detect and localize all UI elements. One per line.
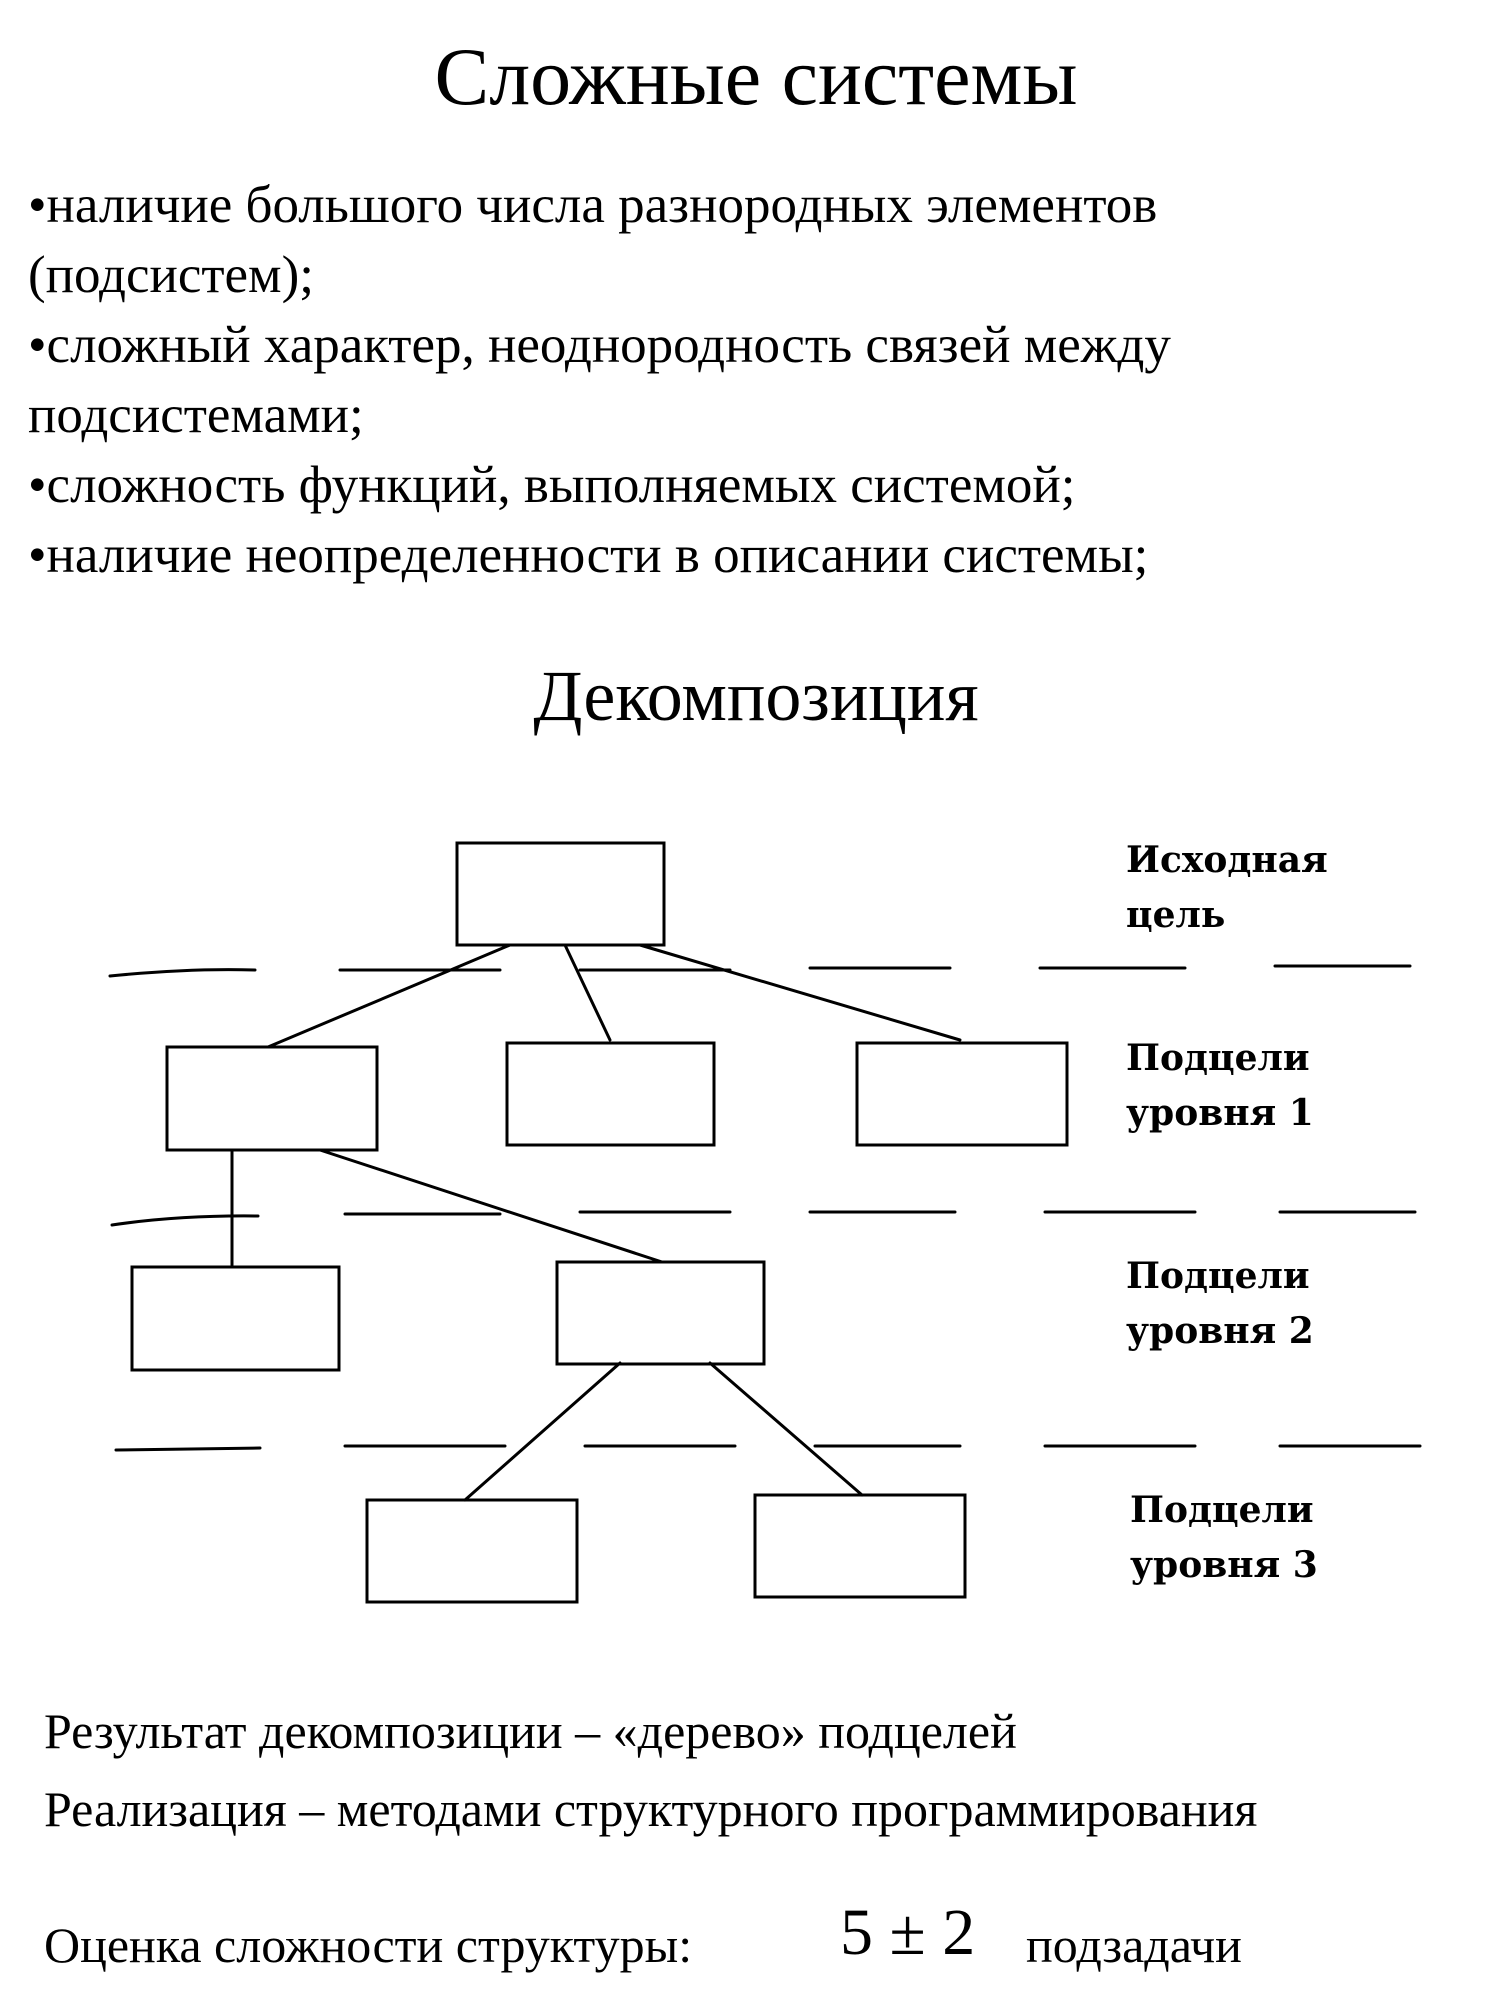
level-label-line: Подцели: [1126, 1255, 1310, 1297]
separator-line-1: [108, 964, 1412, 978]
level-label-line: уровня 1: [1126, 1092, 1314, 1134]
complexity-estimate-unit: подзадачи: [1026, 1917, 1242, 1973]
node-level1-a: [165, 1045, 379, 1152]
bullet-line: •наличие неопределенности в описании сис…: [28, 526, 1149, 584]
level-label-line: цель: [1126, 894, 1225, 936]
node-level3-a: [365, 1498, 579, 1604]
node-level2-a: [130, 1265, 341, 1372]
level-label-line: уровня 3: [1130, 1544, 1318, 1586]
node-level2-b: [555, 1260, 766, 1366]
node-root-goal: [455, 841, 666, 947]
bullet-line: •наличие большого числа разнородных элем…: [28, 176, 1158, 234]
complexity-estimate-value: 5 ± 2: [840, 1896, 976, 1969]
decomposition-result-text: Результат декомпозиции – «дерево» подцел…: [44, 1703, 1017, 1759]
level-label-1: Подцели уровня 1: [1126, 1037, 1322, 1134]
node-level1-c: [855, 1041, 1069, 1147]
level-label-2: Подцели уровня 2: [1126, 1255, 1322, 1352]
bullet-line: (подсистем);: [28, 246, 314, 304]
level-label-line: Подцели: [1126, 1037, 1310, 1079]
level-label-3: Подцели уровня 3: [1130, 1489, 1326, 1586]
level-label-line: Исходная: [1126, 839, 1328, 881]
level-label-root: Исходная цель: [1126, 839, 1340, 936]
node-level1-b: [505, 1041, 716, 1147]
page-title: Сложные системы: [434, 31, 1078, 122]
separator-line-2: [110, 1210, 1417, 1227]
level-label-line: уровня 2: [1126, 1310, 1314, 1352]
separator-line-3: [114, 1444, 1422, 1452]
complexity-estimate-label: Оценка сложности структуры:: [44, 1917, 693, 1973]
bullet-line: •сложность функций, выполняемых системой…: [28, 456, 1076, 514]
level-label-line: Подцели: [1130, 1489, 1314, 1531]
bullet-list: •наличие большого числа разнородных элем…: [28, 170, 1468, 590]
implementation-text: Реализация – методами структурного прогр…: [44, 1781, 1258, 1837]
decomposition-title: Декомпозиция: [533, 656, 979, 736]
bullet-line: подсистемами;: [28, 386, 364, 444]
tree-nodes: [130, 841, 1069, 1604]
bullet-line: •сложный характер, неоднородность связей…: [28, 316, 1171, 374]
node-level3-b: [753, 1493, 967, 1599]
tree-connectors: [230, 943, 962, 1502]
